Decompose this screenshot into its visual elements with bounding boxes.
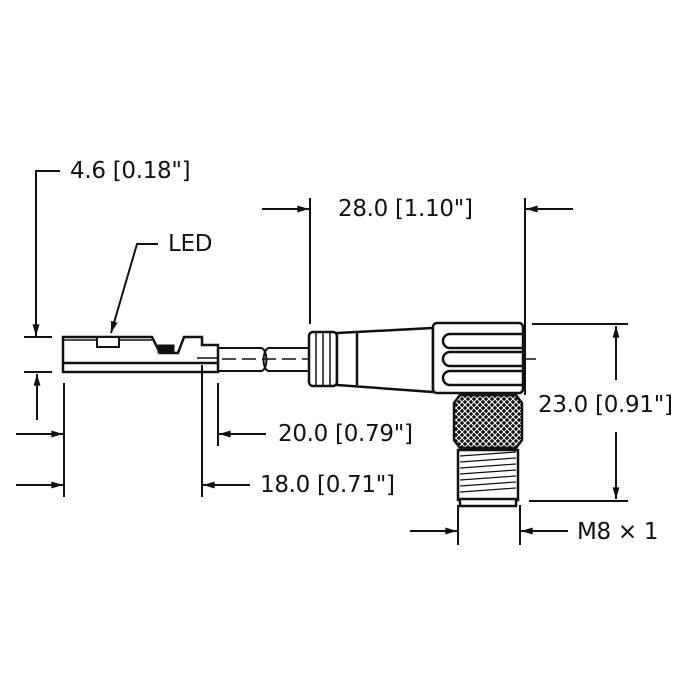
- dim-thread: [410, 505, 568, 545]
- label-connector-height: 23.0 [0.91"]: [538, 392, 673, 418]
- sensor-body: [61, 335, 220, 374]
- label-led: LED: [168, 231, 213, 257]
- label-sensor-20: 20.0 [0.79"]: [278, 421, 413, 447]
- label-connector-length: 28.0 [1.10"]: [338, 196, 473, 222]
- label-sensor-18: 18.0 [0.71"]: [260, 472, 395, 498]
- dim-connector-length: [262, 198, 573, 395]
- dim-connector-height: [529, 323, 628, 502]
- led-leader: [110, 243, 158, 334]
- dim-sensor-lengths: [16, 365, 266, 497]
- label-sensor-height: 4.6 [0.18"]: [70, 158, 191, 184]
- dim-sensor-height: [24, 170, 60, 420]
- right-angle-connector: [307, 321, 525, 508]
- cable: [218, 347, 310, 372]
- label-thread: M8 × 1: [577, 519, 659, 545]
